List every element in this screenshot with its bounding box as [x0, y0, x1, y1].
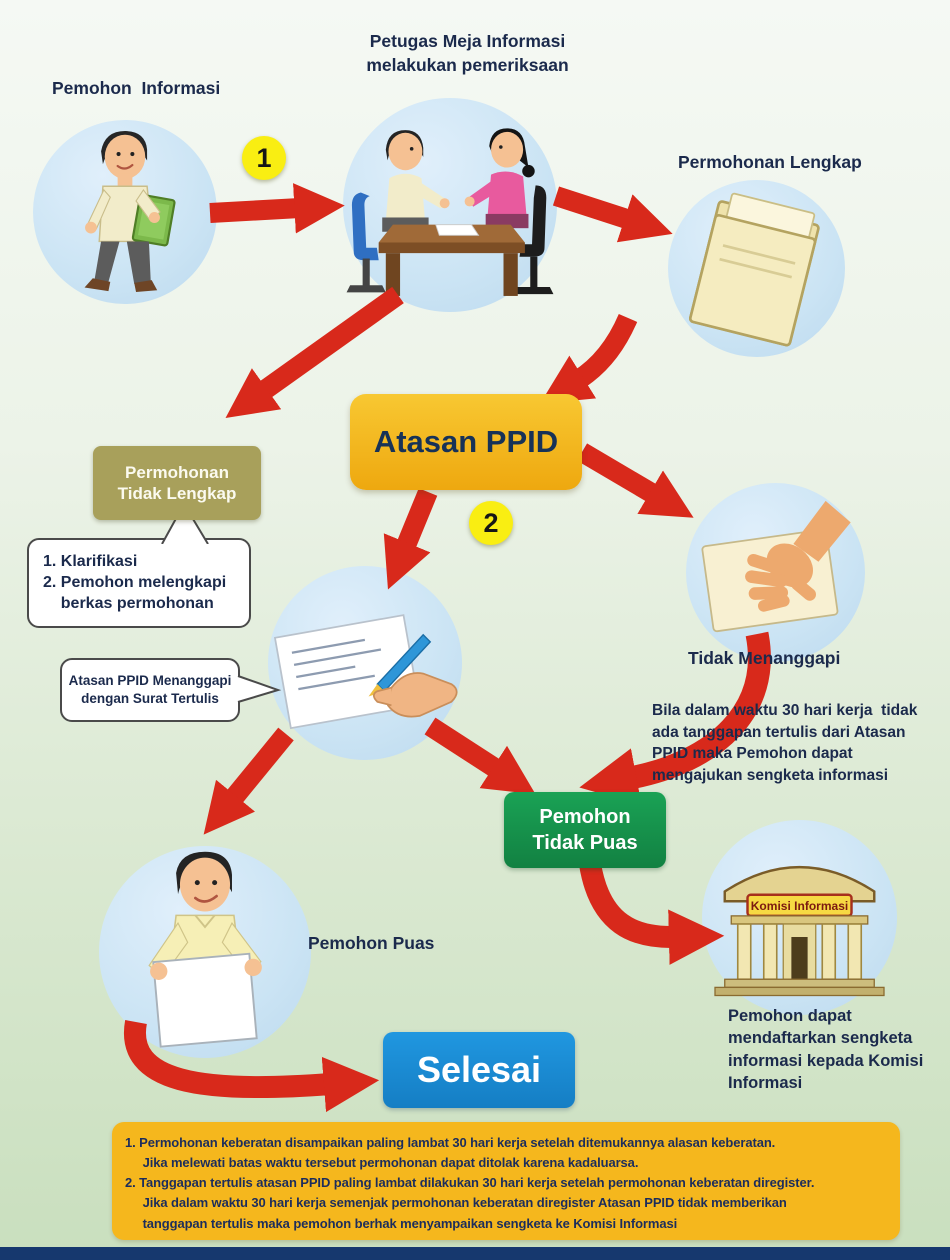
- arrow-atasan-to-tidak-menanggapi: [576, 443, 694, 518]
- pemohon-tidak-puas-box: Pemohon Tidak Puas: [504, 792, 666, 868]
- hand-on-paper-icon: [701, 500, 851, 633]
- arrow-tidak-puas-to-komisi: [579, 861, 725, 965]
- bottom-bar: [0, 1247, 950, 1260]
- petugas-meja-node: [343, 98, 557, 312]
- permohonan-tidak-lengkap-box: Permohonan Tidak Lengkap: [93, 446, 261, 520]
- tidak-menanggapi-label: Tidak Menanggapi: [688, 648, 841, 668]
- government-building-icon: Komisi Informasi: [714, 866, 885, 997]
- arrow-pemohon-to-petugas: [209, 183, 345, 234]
- pemohon-puas-label: Pemohon Puas: [308, 933, 435, 953]
- surat-tertulis-node: [268, 566, 462, 760]
- arrow-lengkap-to-atasan: [540, 313, 638, 404]
- writing-hand-icon: [273, 614, 458, 730]
- pemohon-informasi-node: [33, 120, 217, 304]
- tidak-menanggapi-node: [686, 483, 865, 662]
- footnote-panel: 1. Permohonan keberatan disampaikan pali…: [112, 1122, 900, 1240]
- klarifikasi-bubble: 1. Klarifikasi 2. Pemohon melengkapi ber…: [27, 538, 251, 628]
- sengketa-note: Bila dalam waktu 30 hari kerja tidak ada…: [652, 702, 918, 785]
- selesai-box: Selesai: [383, 1032, 575, 1108]
- walking-person-icon: [84, 131, 176, 293]
- komisi-informasi-node: Komisi Informasi: [702, 820, 897, 1015]
- permohonan-lengkap-node: [668, 180, 845, 357]
- petugas-meja-label: Petugas Meja Informasi melakukan pemerik…: [366, 31, 569, 75]
- step-2-badge: 2: [469, 501, 513, 545]
- arrow-petugas-to-lengkap: [552, 186, 673, 243]
- menanggapi-bubble-tail: [237, 675, 282, 703]
- arrow-atasan-to-surat: [383, 488, 438, 590]
- step-1-badge: 1: [242, 136, 286, 180]
- person-reading-icon: [148, 851, 262, 1048]
- pendaftaran-note: Pemohon dapat mendaftarkan sengketa info…: [728, 1007, 924, 1092]
- komisi-informasi-sign: Komisi Informasi: [751, 899, 848, 913]
- information-desk-icon: [346, 128, 554, 296]
- atasan-ppid-box: Atasan PPID: [350, 394, 582, 490]
- document-folder-icon: [688, 192, 820, 347]
- permohonan-lengkap-label: Permohonan Lengkap: [678, 152, 862, 172]
- menanggapi-bubble: Atasan PPID Menanggapi dengan Surat Tert…: [60, 658, 240, 722]
- pemohon-informasi-label: Pemohon Informasi: [52, 78, 221, 98]
- pemohon-puas-node: [99, 846, 311, 1058]
